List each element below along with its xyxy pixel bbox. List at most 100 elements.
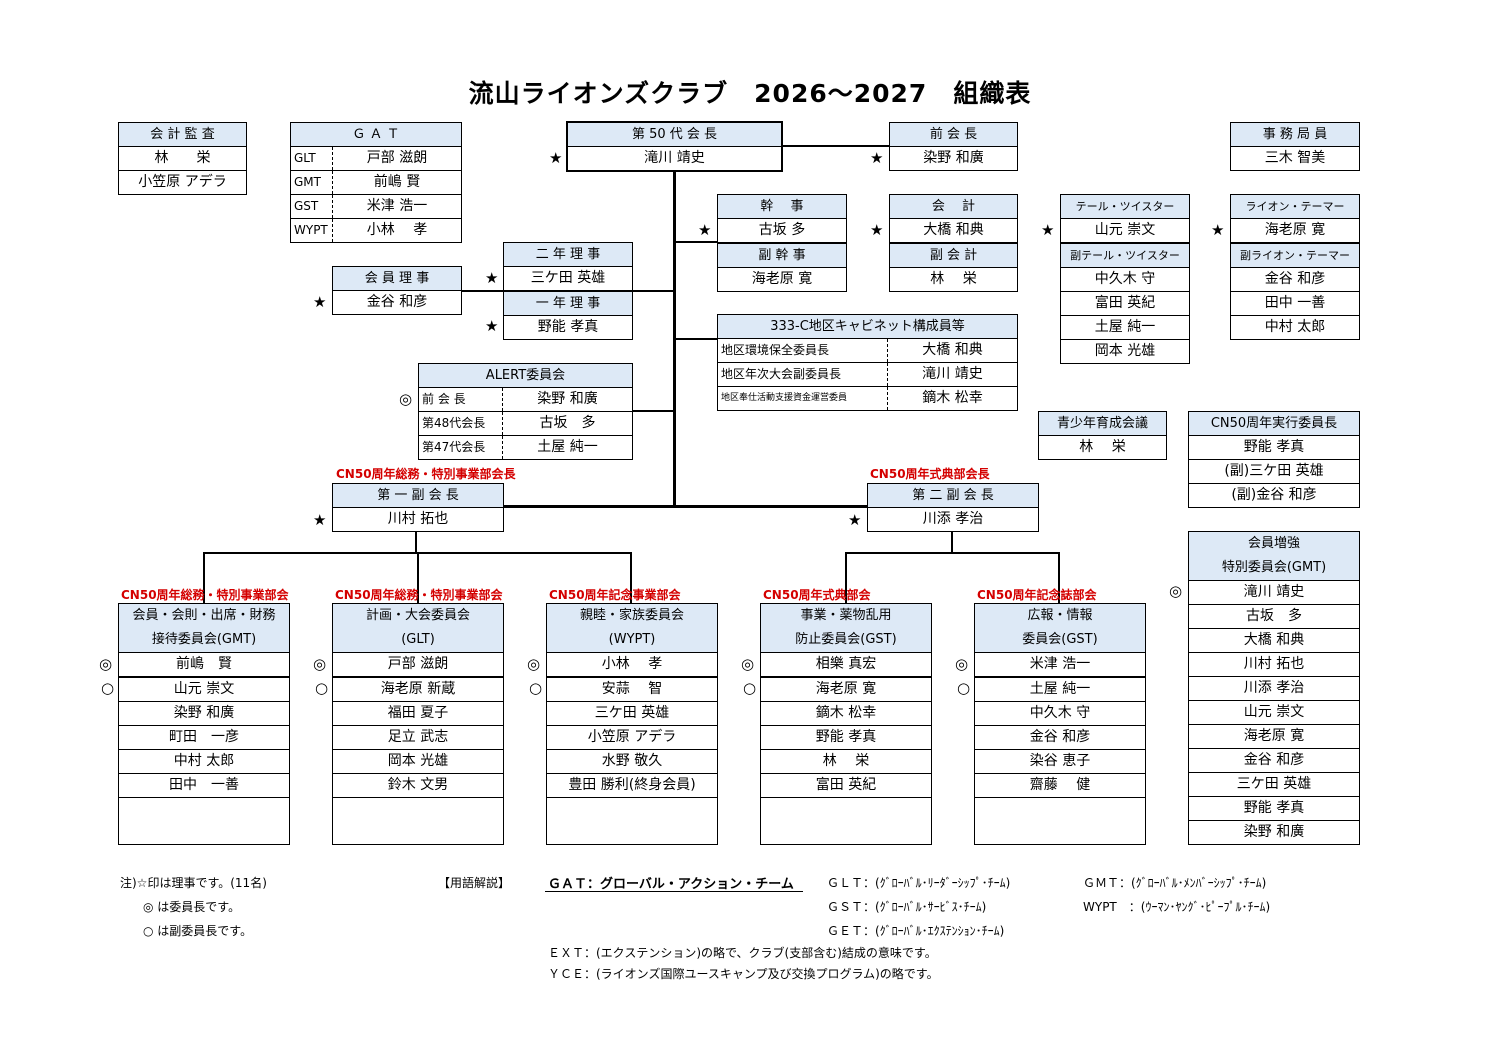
committee-member: 足立 武志	[333, 726, 503, 750]
membership-special-member: 滝川 靖史	[1189, 581, 1359, 605]
glossary-yce: ＹＣＥ：(ライオンズ国際ユースキャンプ及び交換プログラム)の略です。	[548, 967, 939, 981]
connector-line	[631, 290, 675, 292]
secretary-name: 古坂 多	[718, 219, 846, 243]
committee-header-line2: 接待委員会(GMT)	[151, 632, 257, 647]
connector-line	[845, 552, 1060, 554]
committee-header-line2: 防止委員会(GST)	[795, 632, 897, 647]
membership-special-member: 金谷 和彦	[1189, 749, 1359, 773]
committee-header-line1: 事業・薬物乱用	[800, 608, 892, 623]
committee-member: 三ケ田 英雄	[547, 702, 717, 726]
membership-special-member: 川村 拓也	[1189, 653, 1359, 677]
past-president-name: 染野 和廣	[923, 150, 984, 166]
committee-box: 会員・会則・出席・財務接待委員会(GMT)前嶋 賢山元 崇文染野 和廣町田 一彦…	[118, 603, 290, 845]
gat-key: GST	[291, 195, 333, 218]
cabinet-name: 鏑木 松幸	[922, 390, 983, 406]
membership-special-member: 古坂 多	[1189, 605, 1359, 629]
audit-member: 小笠原 アデラ	[138, 174, 227, 190]
membership-special-member: 海老原 寛	[1189, 725, 1359, 749]
glossary-wypt: WYPT ：(ｳｰﾏﾝ･ﾔﾝｸﾞ･ﾋﾟｰﾌﾟﾙ･ﾁｰﾑ)	[1083, 900, 1271, 914]
committee-division-label: CN50周年記念事業部会	[549, 588, 681, 602]
tail-twister-box: テール・ツイスター 山元 崇文 副テール・ツイスター 中久木 守 富田 英紀 土…	[1060, 194, 1190, 364]
gat-header: Ｇ Ａ Ｔ	[291, 123, 461, 147]
second-vp-box: 第 二 副 会 長 川添 孝治	[867, 483, 1039, 532]
audit-member: 林 栄	[119, 147, 246, 171]
first-vp-role-label: CN50周年総務・特別事業部会長	[336, 467, 516, 481]
connector-line	[1058, 552, 1060, 604]
second-vp-header: 第 二 副 会 長	[868, 484, 1038, 508]
vice-secretary-name: 海老原 寛	[751, 271, 813, 287]
vice-lion-tamer-name: 金谷 和彦	[1231, 268, 1359, 292]
committee-member: 海老原 寛	[761, 678, 931, 702]
committee-member: 豊田 勝利(終身会員)	[547, 774, 717, 798]
committee-header-line1: 計画・大会委員会	[365, 608, 470, 623]
committee-header-line2: 委員会(GST)	[1022, 632, 1098, 647]
membership-special-member: 染野 和廣	[1243, 824, 1305, 840]
vice-mark-icon: ○	[315, 679, 329, 697]
committee-member: 中久木 守	[975, 702, 1145, 726]
chair-mark-icon: ◎	[527, 655, 541, 673]
committee-header-line2: (GLT)	[401, 632, 435, 647]
gat-key: GLT	[291, 147, 333, 170]
chair-mark-icon: ◎	[741, 655, 755, 673]
cabinet-header: 333-C地区キャビネット構成員等	[718, 315, 1017, 339]
glossary-gst: ＧＳＴ：(ｸﾞﾛｰﾊﾞﾙ･ｻｰﾋﾞｽ･ﾁｰﾑ)	[827, 900, 987, 914]
first-vp-box: 第 一 副 会 長 川村 拓也	[332, 483, 504, 532]
membership-special-header-line2: 特別委員会(GMT)	[1221, 560, 1327, 575]
committee-member: 米津 浩一	[975, 653, 1145, 678]
vice-tail-twister-header: 副テール・ツイスター	[1061, 243, 1189, 268]
secretary-header: 幹 事	[718, 195, 846, 219]
glossary-label: 【用語解説】	[438, 876, 511, 890]
vice-lion-tamer-name: 田中 一善	[1231, 292, 1359, 316]
cn50-exec-name: 野能 孝真	[1189, 436, 1359, 460]
committee-division-label: CN50周年総務・特別事業部会	[335, 588, 503, 602]
connector-line	[673, 241, 717, 243]
committee-member: 戸部 滋朗	[333, 653, 503, 678]
connector-line	[461, 290, 505, 292]
chair-mark-icon: ◎	[1169, 582, 1183, 600]
alert-name: 古坂 多	[539, 415, 596, 431]
alert-name: 染野 和廣	[537, 391, 598, 407]
first-vp-name: 川村 拓也	[387, 511, 449, 527]
committee-member: 福田 夏子	[333, 702, 503, 726]
alert-box: ALERT委員会 前 会 長染野 和廣 第48代会長古坂 多 第47代会長土屋 …	[418, 363, 633, 460]
membership-special-member: 川添 孝治	[1189, 677, 1359, 701]
lion-tamer-box: ライオン・テーマー 海老原 寛 副ライオン・テーマー 金谷 和彦 田中 一善 中…	[1230, 194, 1360, 340]
connector-line	[203, 552, 205, 604]
president-box: 第 50 代 会 長 滝川 靖史	[566, 121, 783, 172]
second-year-director-header: 二 年 理 事	[504, 243, 632, 267]
committee-header: 事業・薬物乱用防止委員会(GST)	[761, 604, 931, 653]
committee-member: 染谷 恵子	[975, 750, 1145, 774]
director-star-icon: ★	[1211, 221, 1225, 239]
director-star-icon: ★	[698, 221, 712, 239]
vice-tail-twister-name: 土屋 純一	[1061, 316, 1189, 340]
connector-line	[845, 552, 847, 604]
membership-special-box: 会員増強 特別委員会(GMT) 滝川 靖史 古坂 多 大橋 和典 川村 拓也 川…	[1188, 531, 1360, 845]
page-title: 流山ライオンズクラブ 2026～2027 組織表	[468, 79, 1032, 108]
chair-mark-icon: ◎	[313, 655, 327, 673]
vice-mark-icon: ○	[529, 679, 543, 697]
audit-box: 会 計 監 査 林 栄 小笠原 アデラ	[118, 122, 247, 195]
second-vp-name: 川添 孝治	[922, 511, 984, 527]
vice-mark-icon: ○	[101, 679, 115, 697]
committee-member: 鈴木 文男	[333, 774, 503, 798]
cn50-exec-name: (副)三ケ田 英雄	[1189, 460, 1359, 484]
director-star-icon: ★	[1041, 221, 1055, 239]
committee-member: 小林 孝	[547, 653, 717, 678]
committee-member: 田中 一善	[119, 774, 289, 798]
gat-key: GMT	[291, 171, 333, 194]
alert-role: 第47代会長	[419, 436, 503, 459]
membership-special-member: 三ケ田 英雄	[1189, 773, 1359, 797]
committee-member: 土屋 純一	[975, 678, 1145, 702]
committee-member: 前嶋 賢	[119, 653, 289, 678]
committee-member: 水野 敬久	[547, 750, 717, 774]
committee-header-line1: 広報・情報	[1027, 608, 1093, 623]
committee-member: 金谷 和彦	[975, 726, 1145, 750]
connector-line	[503, 505, 867, 508]
committee-box: 計画・大会委員会(GLT)戸部 滋朗海老原 新蔵福田 夏子足立 武志岡本 光雄鈴…	[332, 603, 504, 845]
tail-twister-name: 山元 崇文	[1061, 219, 1189, 243]
glossary-gat: ＧＡＴ：グローバル・アクション・チーム	[548, 877, 794, 892]
treasurer-box: 会 計 大橋 和典 副 会 計 林 栄	[889, 194, 1018, 292]
committee-member: 鏑木 松幸	[761, 702, 931, 726]
committee-division-label: CN50周年式典部会	[763, 588, 871, 602]
